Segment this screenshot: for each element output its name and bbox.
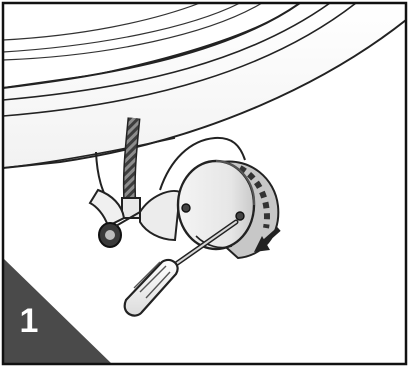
screw-icon (236, 212, 244, 220)
screwdriver-icon (125, 222, 236, 316)
screw-icon (182, 204, 190, 212)
valve-icon (90, 190, 180, 247)
tank-underside (3, 3, 406, 170)
step-number: 1 (9, 296, 49, 346)
